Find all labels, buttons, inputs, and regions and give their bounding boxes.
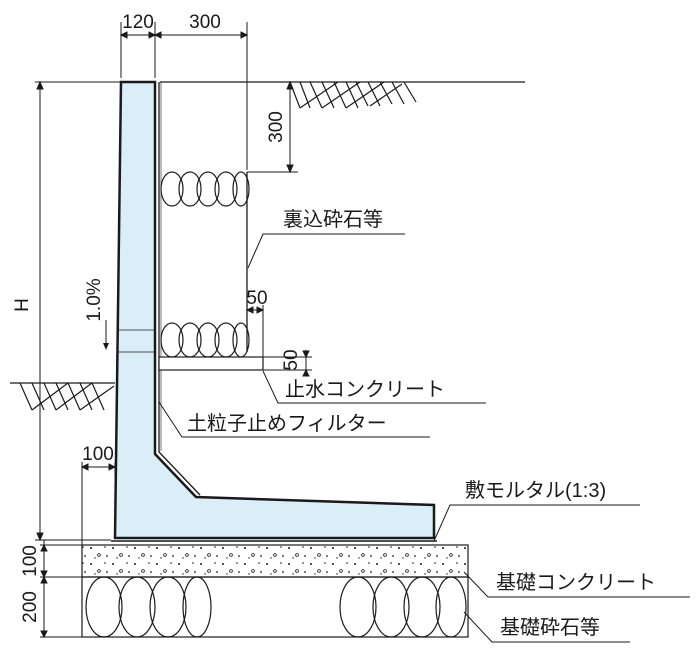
dim-foundation — [40, 540, 82, 639]
foundation-gravel-layer — [81, 576, 469, 638]
dim-height-label: H — [12, 298, 33, 312]
dim-drain-depth — [263, 350, 312, 377]
slope-label: 1.0% — [84, 278, 105, 321]
ground-hatch-top — [289, 81, 417, 109]
retaining-wall-body — [113, 80, 436, 540]
dim-wall-thickness: 120 — [122, 12, 154, 33]
dim-backfill-top-depth: 300 — [266, 111, 287, 143]
label-waterstop-concrete: 止水コンクリート — [285, 378, 445, 401]
dim-backfill-depth — [247, 80, 298, 174]
dim-top — [119, 22, 249, 170]
dim-toe — [80, 462, 117, 545]
dim-height — [35, 80, 121, 542]
slope-arrow — [103, 320, 109, 350]
dim-foundation-concrete: 100 — [20, 545, 41, 577]
dim-drain-offset-label: 50 — [246, 288, 267, 309]
ground-hatch-front — [19, 382, 115, 411]
label-backfill-gravel: 裏込砕石等 — [283, 208, 383, 231]
backfill-stones-upper — [160, 171, 250, 207]
waterstop-concrete — [158, 356, 264, 371]
dim-foundation-gravel: 200 — [20, 591, 41, 623]
backfill-stones-lower — [160, 322, 250, 358]
soil-filter — [158, 82, 201, 496]
label-foundation-gravel: 基礎砕石等 — [500, 616, 600, 639]
label-soil-filter: 土粒子止めフィルター — [187, 412, 387, 435]
foundation-concrete-layer — [81, 544, 469, 578]
label-foundation-concrete: 基礎コンクリート — [496, 571, 656, 594]
label-bedding-mortar: 敷モルタル(1:3) — [465, 479, 606, 502]
leader-lines — [158, 233, 690, 643]
dim-backfill-width: 300 — [189, 12, 221, 33]
dim-drain-depth-label: 50 — [281, 349, 302, 370]
dim-drain-offset — [245, 305, 265, 357]
dim-toe-label: 100 — [82, 444, 114, 465]
